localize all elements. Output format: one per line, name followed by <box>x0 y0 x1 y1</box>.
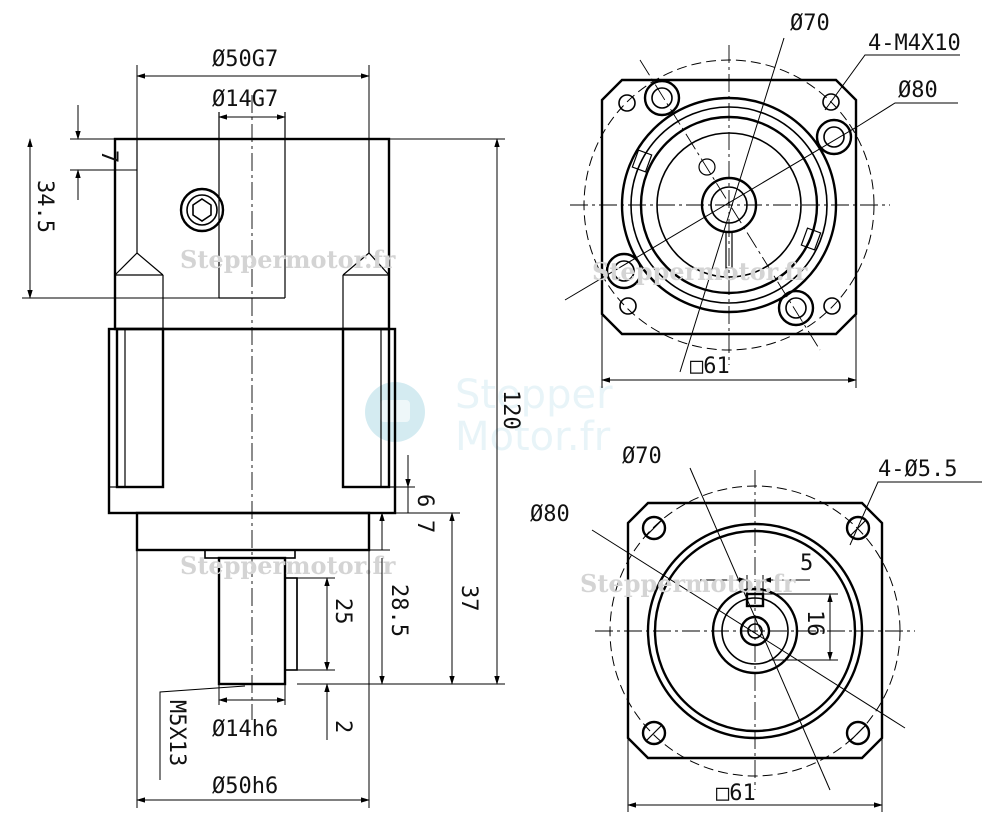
watermark-top: Steppermotor.fr <box>592 257 808 286</box>
dim-37: 37 <box>456 585 481 612</box>
side-view: Steppermotor.fr Steppermotor.fr Ø50G7 Ø1… <box>22 47 523 808</box>
top-square: □61 <box>690 354 730 379</box>
square-flange <box>600 78 858 336</box>
bottom-hole-br <box>845 720 871 746</box>
mount-hole-tl <box>643 79 681 117</box>
dim-shaft: Ø14h6 <box>212 717 278 742</box>
top-dim-80: Ø80 <box>898 78 938 103</box>
watermark-big-line1: Stepper <box>455 372 613 418</box>
top-dim-70: Ø70 <box>790 11 830 36</box>
watermark-bottom: Steppermotor.fr <box>580 569 796 598</box>
watermark-side-2: Steppermotor.fr <box>180 551 396 580</box>
dim-25: 25 <box>330 598 355 625</box>
watermark-logo: Stepper Motor.fr <box>365 372 613 460</box>
bottom-view: Ø70 4-Ø5.5 Ø80 5 16 □61 Steppermotor.fr <box>530 444 982 812</box>
dim-7-top: 7 <box>96 150 121 163</box>
watermark-side-1: Steppermotor.fr <box>180 245 396 274</box>
top-holes: 4-M4X10 <box>868 31 961 56</box>
bottom-hole-bl <box>641 720 667 746</box>
bottom-hole-tl <box>641 515 667 541</box>
dim-6: 6 <box>412 494 437 507</box>
mount-hole-br <box>777 289 815 327</box>
dim-flange-top: Ø50G7 <box>212 47 278 72</box>
dim-34-5: 34.5 <box>32 180 57 233</box>
thread-callout: M5X13 <box>164 700 189 766</box>
dim-bore: Ø14G7 <box>212 87 278 112</box>
bottom-hole-tr <box>845 515 871 541</box>
watermark-big-line2: Motor.fr <box>455 414 611 460</box>
bottom-holes: 4-Ø5.5 <box>878 457 957 482</box>
square-flange-bottom <box>626 501 884 760</box>
bottom-key-width: 5 <box>800 551 813 576</box>
bottom-dim-70: Ø70 <box>622 444 662 469</box>
bottom-dim-80: Ø80 <box>530 502 570 527</box>
bottom-key-height: 16 <box>802 610 827 637</box>
pilot-flange <box>135 511 371 552</box>
dim-120: 120 <box>498 390 523 430</box>
mount-hole-tr <box>815 118 853 156</box>
set-screw <box>179 187 225 233</box>
dim-28-5: 28.5 <box>386 584 411 637</box>
top-view: Ø70 4-M4X10 Ø80 □61 Steppermotor.fr <box>564 11 961 388</box>
dim-7-mid: 7 <box>412 520 437 533</box>
dim-pilot: Ø50h6 <box>212 774 278 799</box>
mount-hole-bl <box>605 252 643 290</box>
bottom-square: □61 <box>716 781 756 806</box>
dim-2: 2 <box>330 720 355 733</box>
